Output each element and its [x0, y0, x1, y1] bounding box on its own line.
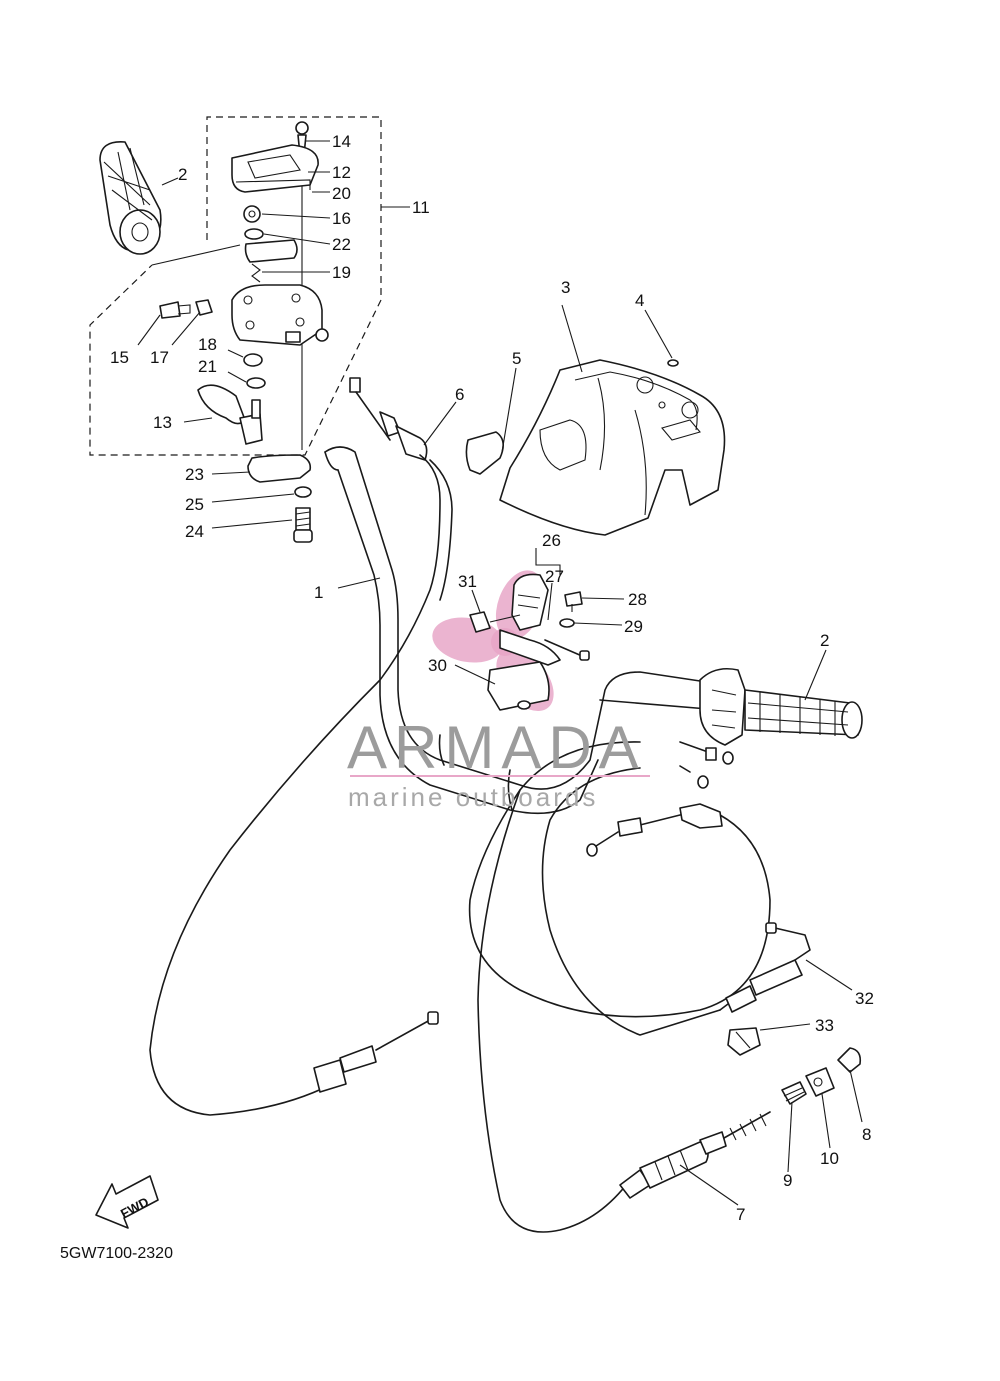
- callout-14: 14: [332, 132, 351, 151]
- callout-31: 31: [458, 572, 477, 591]
- callout-32: 32: [855, 989, 874, 1008]
- callout-2-right: 2: [820, 631, 829, 650]
- callout-10: 10: [820, 1149, 839, 1168]
- callout-8: 8: [862, 1125, 871, 1144]
- callout-18: 18: [198, 335, 217, 354]
- callout-11: 11: [412, 198, 430, 217]
- assembly-11-boundary: [89, 116, 410, 456]
- fwd-arrow-icon: FWD: [95, 1175, 159, 1229]
- callout-1: 1: [314, 583, 323, 602]
- callout-29: 29: [624, 617, 643, 636]
- callout-16: 16: [332, 209, 351, 228]
- callout-25: 25: [185, 495, 204, 514]
- watermark-brand: ARMADA: [347, 714, 646, 781]
- callout-23: 23: [185, 465, 204, 484]
- callout-27: 27: [545, 567, 564, 586]
- watermark: ARMADA marine outboards: [347, 714, 650, 812]
- callout-2-left: 2: [178, 165, 187, 184]
- callout-12: 12: [332, 163, 351, 182]
- right-grip: [699, 667, 863, 746]
- callout-9: 9: [783, 1171, 792, 1190]
- callout-26: 26: [542, 531, 561, 550]
- throttle-housing-cover: [231, 121, 329, 450]
- throttle-cable: [149, 377, 453, 1116]
- center-switch: [469, 573, 590, 711]
- callout-3: 3: [561, 278, 570, 297]
- throttle-cable-7: [477, 789, 862, 1233]
- callout-6: 6: [455, 385, 464, 404]
- callout-33: 33: [815, 1016, 834, 1035]
- leader-lines: [137, 140, 863, 1206]
- callout-28: 28: [628, 590, 647, 609]
- watermark-tagline: marine outboards: [348, 782, 598, 812]
- callouts: 1 2 2 3 4 5 6 7 8 9 10 11 12 13 14 15 16…: [110, 132, 874, 1224]
- callout-13: 13: [153, 413, 172, 432]
- callout-30: 30: [428, 656, 447, 675]
- callout-20: 20: [332, 184, 351, 203]
- handlebar-cover: [465, 359, 726, 536]
- callout-24: 24: [185, 522, 204, 541]
- callout-17: 17: [150, 348, 169, 367]
- left-grip: [99, 141, 241, 266]
- callout-4: 4: [635, 291, 644, 310]
- callout-21: 21: [198, 357, 217, 376]
- callout-5: 5: [512, 349, 521, 368]
- small-hardware: [159, 299, 313, 543]
- part-code: 5GW7100-2320: [60, 1245, 173, 1262]
- brake-cables: [468, 741, 811, 1056]
- callout-22: 22: [332, 235, 351, 254]
- callout-19: 19: [332, 263, 351, 282]
- callout-7: 7: [736, 1205, 745, 1224]
- callout-15: 15: [110, 348, 129, 367]
